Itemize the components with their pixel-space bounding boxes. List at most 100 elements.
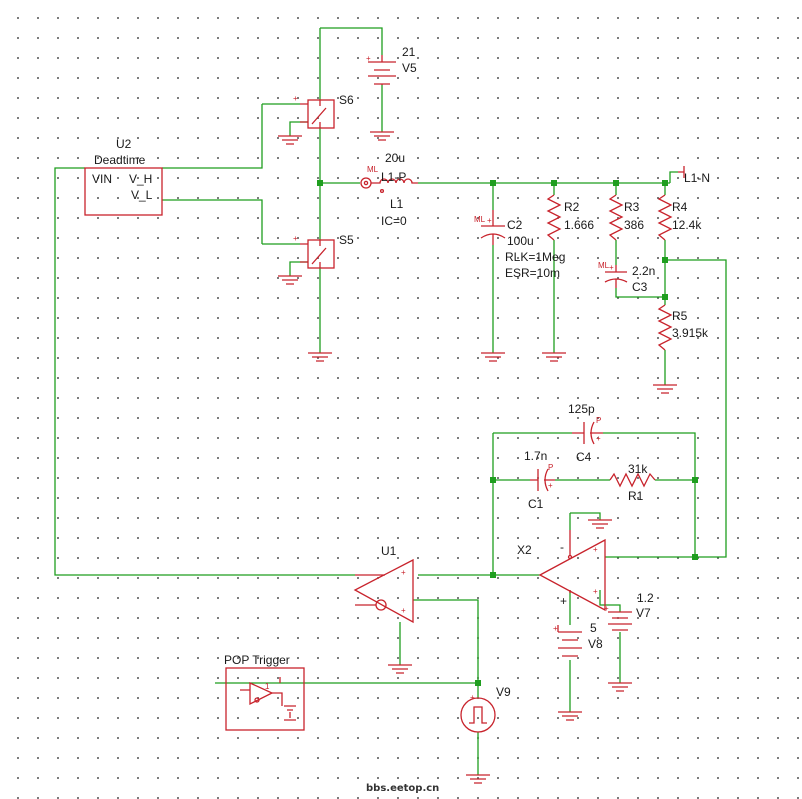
u2-pin-vh: V_H: [129, 172, 152, 186]
l1-ref: L1: [390, 197, 404, 211]
capacitor-c1[interactable]: P + 1.7n C1: [524, 449, 555, 511]
ground-icon: [308, 352, 332, 362]
plus-mark: +: [609, 263, 614, 272]
c2-value: 100u: [507, 234, 534, 248]
v7-value: 1.2: [637, 591, 654, 605]
ground-icon: [388, 664, 412, 674]
plus-mark: +: [293, 234, 298, 243]
switch-s6[interactable]: + S6: [293, 93, 354, 129]
capacitor-c2[interactable]: ML + C2 100u RLK=1Meg ESR=10m: [474, 210, 565, 280]
plus-mark: +: [604, 604, 609, 613]
ground-icon: [558, 711, 582, 721]
switch-s5[interactable]: + S5: [293, 233, 354, 269]
c1-ref: C1: [528, 497, 544, 511]
c3-value: 2.2n: [632, 264, 655, 278]
v8-value: 5: [590, 621, 597, 635]
resistor-r5[interactable]: R5 3.915k: [657, 304, 709, 351]
c2-ref: C2: [507, 218, 523, 232]
r5-value: 3.915k: [672, 326, 709, 340]
x2-ref: X2: [517, 543, 532, 557]
minus-mark: -: [560, 540, 564, 554]
net-label-l1n: L1-N: [678, 166, 710, 185]
plus-mark: +: [401, 568, 406, 577]
source-v5[interactable]: + 21 V5: [366, 45, 417, 85]
watermark: bbs.eetop.cn: [366, 783, 439, 794]
v5-ref: V5: [402, 61, 417, 75]
u1-ref: U1: [381, 544, 397, 558]
c2-ml-mark: ML: [474, 215, 486, 224]
r4-ref: R4: [672, 200, 688, 214]
r5-ref: R5: [672, 309, 688, 323]
ground-icon: [370, 131, 394, 141]
l1-net-p: L1-P: [381, 170, 406, 184]
ground-icon: [588, 519, 612, 529]
s5-ref: S5: [339, 233, 354, 247]
ground-icon: [466, 774, 490, 784]
ground-icon: [653, 384, 677, 394]
r4-value: 12.4k: [672, 218, 702, 232]
r1-value: 31k: [628, 462, 648, 476]
c1-p-mark: P: [548, 463, 553, 472]
opamp-x2[interactable]: - + + + X2: [517, 530, 606, 612]
l1-ic: IC=0: [381, 214, 407, 228]
l1-ml-mark: ML: [367, 165, 379, 174]
c3-ref: C3: [632, 280, 648, 294]
s6-ref: S6: [339, 93, 354, 107]
u2-pin-vl: V_L: [131, 188, 153, 202]
resistor-r4[interactable]: R4 12.4k: [657, 194, 702, 241]
x2-pin-mark: +: [593, 587, 598, 596]
resistor-r1[interactable]: 31k R1: [609, 462, 656, 503]
plus-mark: +: [470, 693, 475, 702]
capacitor-c3[interactable]: ML + 2.2n C3: [598, 261, 655, 294]
comparator-u1[interactable]: + + U1: [353, 544, 414, 624]
block-u2-deadtime[interactable]: U2 Deadtime VIN V_H V_L: [84, 137, 163, 216]
c1-value: 1.7n: [524, 449, 547, 463]
ground-icon: [608, 682, 632, 692]
v9-ref: V9: [496, 685, 511, 699]
ground-icon: [542, 352, 566, 362]
block-pop-trigger[interactable]: 1 POP Trigger: [224, 653, 305, 731]
plus-mark: +: [487, 216, 492, 225]
c2-esr: ESR=10m: [505, 266, 560, 280]
u2-pin-vin: VIN: [92, 172, 112, 186]
r3-value: 386: [624, 218, 644, 232]
ground-icon: [278, 275, 302, 285]
plus-mark: +: [560, 594, 567, 608]
source-v7[interactable]: + 1.2 V7: [604, 591, 654, 631]
plus-mark: +: [596, 434, 601, 443]
c3-ml-mark: ML: [598, 261, 610, 270]
u2-ref: U2: [116, 137, 132, 151]
l1-value: 20u: [385, 151, 405, 165]
r1-ref: R1: [628, 489, 644, 503]
wires: [54, 27, 727, 775]
x2-pin-mark: +: [593, 545, 598, 554]
l1n-label: L1-N: [684, 171, 710, 185]
c4-value: 125p: [568, 402, 595, 416]
inductor-l1[interactable]: ML 20u L1-P L1 IC=0: [360, 151, 418, 228]
u2-name: Deadtime: [94, 153, 146, 167]
source-v8[interactable]: + 5 V8: [553, 621, 603, 657]
resistor-r2[interactable]: R2 1.666: [546, 194, 594, 241]
r2-ref: R2: [564, 200, 580, 214]
plus-mark: +: [366, 54, 371, 63]
pop-name: POP Trigger: [224, 653, 290, 667]
resistor-r3[interactable]: R3 386: [608, 194, 644, 241]
junction-nodes: [317, 180, 698, 686]
v7-ref: V7: [636, 606, 651, 620]
v8-ref: V8: [588, 637, 603, 651]
pop-one-mark: 1: [265, 682, 270, 691]
c4-p-mark: P: [596, 416, 601, 425]
plus-mark: +: [401, 606, 406, 615]
capacitor-c4[interactable]: P + 125p C4: [568, 402, 603, 464]
r2-value: 1.666: [564, 218, 594, 232]
plus-mark: +: [553, 624, 558, 633]
c2-rlk: RLK=1Meg: [505, 250, 565, 264]
plus-mark: +: [293, 94, 298, 103]
source-v9[interactable]: + V9: [460, 685, 511, 733]
c4-ref: C4: [576, 450, 592, 464]
plus-mark: +: [548, 481, 553, 490]
ground-icon: [481, 352, 505, 362]
r3-ref: R3: [624, 200, 640, 214]
ground-icon: [278, 135, 302, 145]
